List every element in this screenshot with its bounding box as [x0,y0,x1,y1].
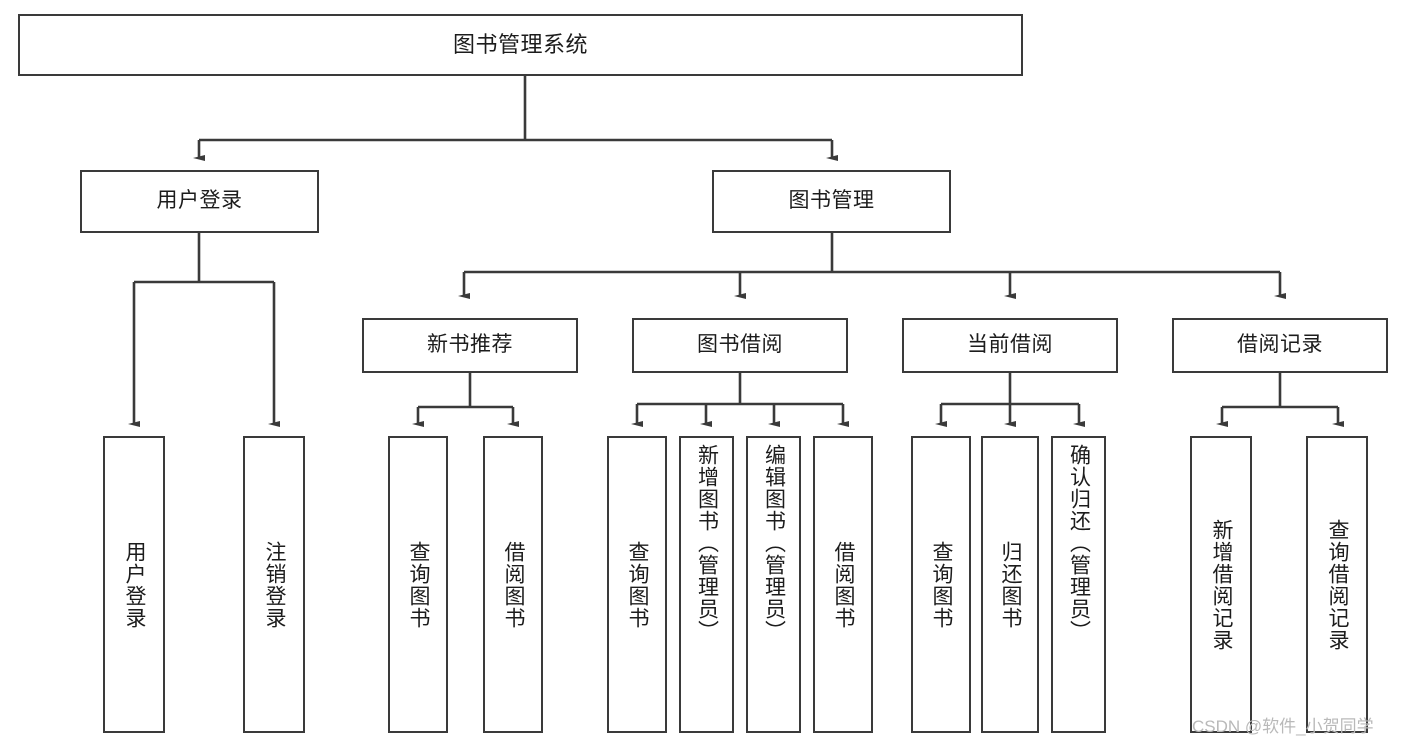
node-book-management-label: 图书管理 [788,189,875,213]
node-leaf-query-record[interactable]: 查询借阅记录 [1306,436,1368,733]
node-leaf-edit-book[interactable]: 编辑图书（管理员） [746,436,801,733]
node-leaf-query-book-3[interactable]: 查询图书 [911,436,971,733]
node-borrow-record[interactable]: 借阅记录 [1172,318,1388,373]
node-leaf-borrow-book-1[interactable]: 借阅图书 [483,436,543,733]
node-leaf-query-book-2[interactable]: 查询图书 [607,436,667,733]
node-leaf-query-book-1-label: 查询图书 [407,540,431,629]
watermark-label: CSDN @软件_小贺同学 [1192,717,1374,736]
node-current-borrow-label: 当前借阅 [967,333,1053,357]
node-leaf-add-record[interactable]: 新增借阅记录 [1190,436,1252,733]
node-leaf-add-record-label: 新增借阅记录 [1210,518,1234,651]
node-new-book-recommend-label: 新书推荐 [427,333,513,357]
node-leaf-edit-book-label: 编辑图书（管理员） [762,444,786,642]
node-leaf-borrow-book-2[interactable]: 借阅图书 [813,436,873,733]
node-leaf-add-book-label: 新增图书（管理员） [695,444,719,642]
node-new-book-recommend[interactable]: 新书推荐 [362,318,578,373]
node-current-borrow[interactable]: 当前借阅 [902,318,1118,373]
node-borrow-record-label: 借阅记录 [1237,333,1323,357]
node-leaf-user-login-label: 用户登录 [123,540,147,629]
node-leaf-query-book-2-label: 查询图书 [626,540,650,629]
node-leaf-logout[interactable]: 注销登录 [243,436,305,733]
node-book-borrow[interactable]: 图书借阅 [632,318,848,373]
node-user-login[interactable]: 用户登录 [80,170,319,233]
node-leaf-user-login[interactable]: 用户登录 [103,436,165,733]
node-leaf-confirm-return-label: 确认归还（管理员） [1067,444,1091,642]
node-leaf-borrow-book-2-label: 借阅图书 [832,540,856,629]
node-book-borrow-label: 图书借阅 [697,333,783,357]
node-leaf-add-book[interactable]: 新增图书（管理员） [679,436,734,733]
node-leaf-query-record-label: 查询借阅记录 [1326,518,1350,651]
node-book-management[interactable]: 图书管理 [712,170,951,233]
node-leaf-logout-label: 注销登录 [263,540,287,629]
node-leaf-query-book-1[interactable]: 查询图书 [388,436,448,733]
node-leaf-return-book[interactable]: 归还图书 [981,436,1039,733]
node-root[interactable]: 图书管理系统 [18,14,1023,76]
node-leaf-return-book-label: 归还图书 [999,540,1023,629]
node-user-login-label: 用户登录 [156,189,243,213]
node-leaf-confirm-return[interactable]: 确认归还（管理员） [1051,436,1106,733]
node-root-label: 图书管理系统 [452,32,588,58]
node-leaf-borrow-book-1-label: 借阅图书 [502,540,526,629]
node-leaf-query-book-3-label: 查询图书 [930,540,954,629]
